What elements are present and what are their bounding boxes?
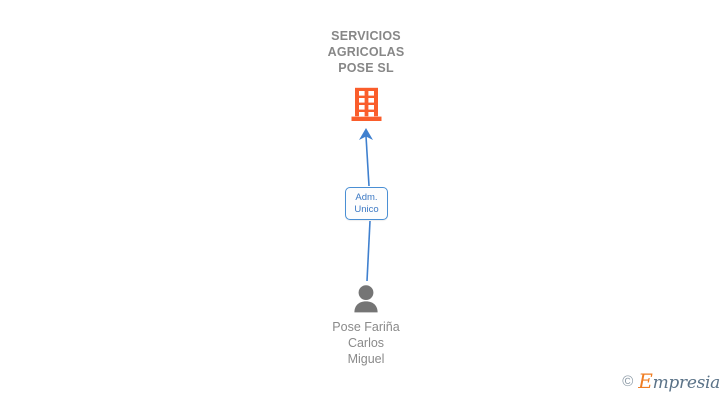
person-icon: [354, 285, 378, 313]
person-node[interactable]: Pose Fariña Carlos Miguel: [286, 282, 446, 367]
connector-person-to-box: [366, 220, 371, 282]
company-name: SERVICIOS AGRICOLAS POSE SL: [327, 29, 405, 75]
person-name: Pose Fariña Carlos Miguel: [332, 320, 400, 366]
brand-rest: mpresia: [652, 373, 721, 393]
company-icon-wrap: [286, 82, 446, 122]
arrow-up-icon: [359, 128, 373, 140]
building-icon: [351, 87, 381, 121]
connector-box-to-company: [365, 135, 370, 187]
person-icon-wrap: [286, 282, 446, 314]
brand-logo: Empresia: [638, 371, 720, 392]
copyright-icon: ©: [622, 373, 634, 390]
company-node[interactable]: SERVICIOS AGRICOLAS POSE SL: [286, 28, 446, 122]
watermark-empresia: © Empresia: [622, 371, 720, 392]
relation-label: Adm. Unico: [354, 191, 379, 215]
relation-box-adm-unico[interactable]: Adm. Unico: [345, 187, 388, 220]
brand-initial: E: [638, 369, 653, 393]
